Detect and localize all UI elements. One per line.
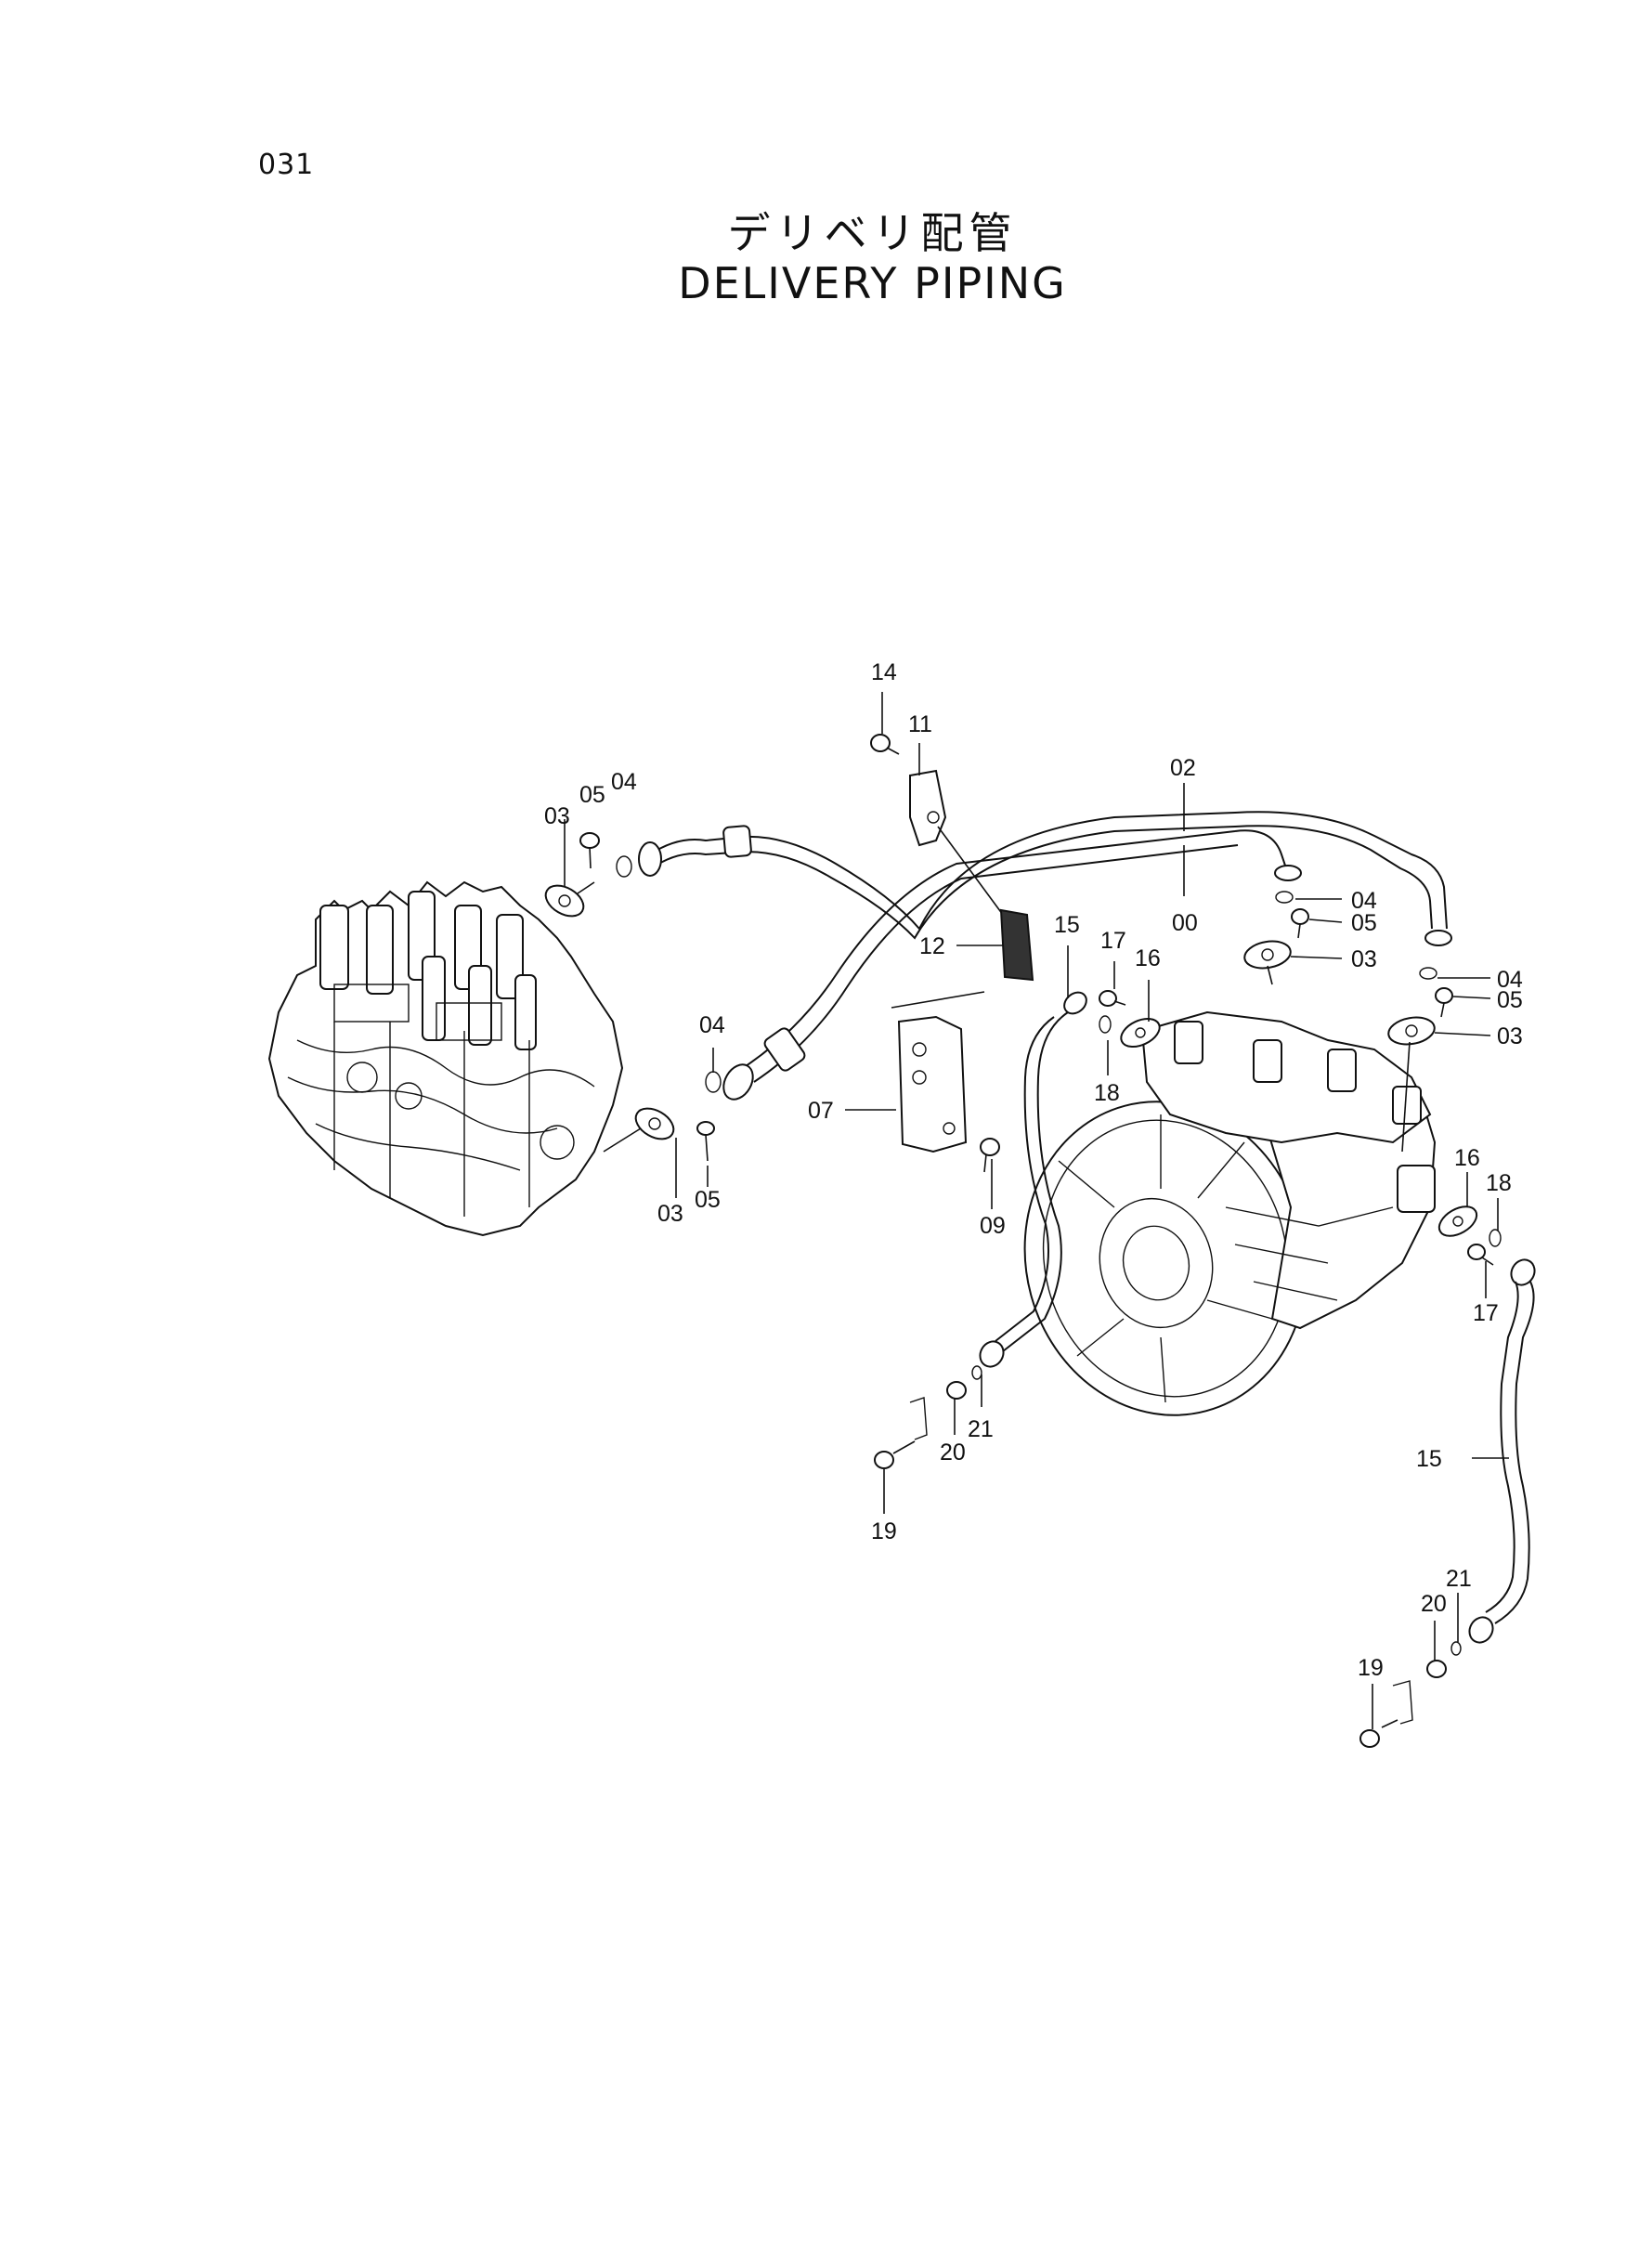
callout-02: 02: [1170, 755, 1196, 781]
pump-assembly: [1023, 1010, 1437, 1416]
leader-lines: [564, 692, 1509, 1729]
callout-18: 18: [1486, 1170, 1512, 1196]
callout-03: 03: [657, 1201, 683, 1227]
page-title-japanese: デリベリ配管: [727, 208, 1018, 258]
callout-00: 00: [1172, 910, 1198, 936]
callout-05: 05: [1497, 987, 1523, 1013]
callout-07: 07: [808, 1098, 834, 1124]
page-number: 031: [258, 149, 315, 181]
callout-03: 03: [1497, 1023, 1523, 1049]
callout-19: 19: [871, 1518, 897, 1544]
callout-14: 14: [871, 659, 897, 685]
callout-05: 05: [695, 1187, 721, 1213]
pump-flange-upper-b: [1387, 967, 1453, 1153]
callout-04: 04: [1497, 967, 1523, 993]
callout-17: 17: [1100, 928, 1126, 954]
callout-12: 12: [919, 933, 945, 959]
callout-15: 15: [1416, 1446, 1442, 1472]
callout-04: 04: [699, 1012, 725, 1038]
callout-19: 19: [1358, 1655, 1384, 1681]
callout-17: 17: [1473, 1300, 1499, 1326]
hose-00: [722, 829, 1302, 1101]
callout-16: 16: [1135, 945, 1161, 971]
page-title-english: DELIVERY PIPING: [678, 258, 1067, 308]
callout-18: 18: [1094, 1080, 1120, 1106]
callout-04: 04: [1351, 888, 1377, 914]
valve-flange-upper: [544, 832, 632, 918]
callout-09: 09: [980, 1213, 1006, 1239]
hose-15-left: [979, 991, 1087, 1368]
hose-15-right: [1468, 1258, 1536, 1644]
callout-03: 03: [1351, 946, 1377, 972]
callout-11: 11: [908, 711, 932, 737]
pump-flange-upper-a: [1243, 891, 1309, 985]
pump-flange-16-right: [1437, 1205, 1502, 1266]
valve-flange-lower: [603, 1071, 722, 1162]
lower-fittings-right: [1359, 1641, 1462, 1748]
control-valve-assembly: [267, 880, 624, 1237]
callout-16: 16: [1454, 1145, 1480, 1171]
callout-20: 20: [940, 1440, 966, 1466]
callout-05: 05: [1351, 910, 1377, 936]
callout-15: 15: [1054, 912, 1080, 938]
callout-20: 20: [1421, 1591, 1447, 1617]
callout-05: 05: [579, 782, 605, 808]
callout-04: 04: [611, 769, 637, 795]
callout-21: 21: [968, 1416, 994, 1442]
callout-labels: 14 11 02 00 03 05 04 12 15 17 16 18 04 0…: [544, 659, 1523, 1681]
pump-flange-16-upper: [1099, 990, 1161, 1049]
callout-03: 03: [544, 803, 570, 829]
bracket-07: [891, 991, 1000, 1173]
callout-21: 21: [1446, 1566, 1472, 1592]
hose-02: [638, 811, 1452, 946]
clamp-assembly: [870, 734, 1034, 982]
lower-fittings-left: [874, 1365, 982, 1469]
